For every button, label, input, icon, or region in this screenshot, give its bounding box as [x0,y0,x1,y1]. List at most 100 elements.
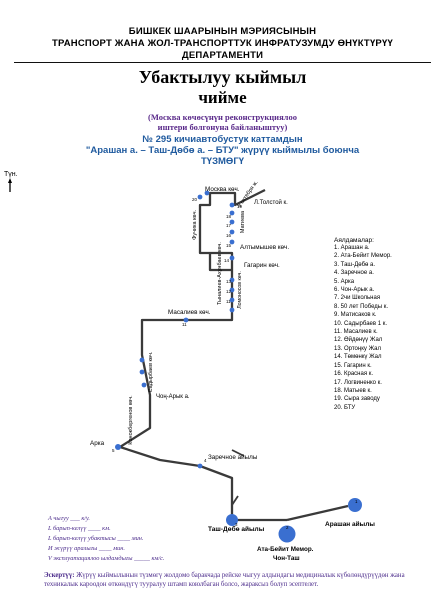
stops-legend-item: 3. Таш-Дөбө а. [334,261,376,268]
stops-legend-item: 2. Ата-Бейит Мемор. [334,253,392,260]
point-number: 12 [226,289,232,294]
street-label-tynaliev: Тыналиев-Ахунбаев көч. [217,242,223,305]
stops-legend-item: 4. Заречное а. [334,270,374,277]
department-line-3: ДЕПАРТАМЕНТИ [181,50,264,61]
stop-dot [229,239,235,245]
point-number: 13 [226,279,232,284]
note-line: V эксплуатациялоо ылдамдыгы _____ км/с. [48,555,165,562]
point-number: 17 [226,223,232,228]
department-line-2: ТРАНСПОРТ ЖАНА ЖОЛ-ТРАНСПОРТТУК ИНФРАТУЗ… [52,38,393,49]
street-label-moskva: Москва көч. [205,186,240,193]
stops-legend-item: 15. Гагарин к. [334,362,372,369]
point-number: 11 [226,299,231,304]
page-title-line-1: Убактылуу кыймыл [138,67,307,87]
place-label-arka: Арка [90,440,105,447]
department-line-1: БИШКЕК ШААРЫНЫН МЭРИЯСЫНЫН [128,26,317,37]
point-number: 14 [224,258,230,263]
note-line: А чыгуу ___ к/у. [48,515,90,522]
stop-dot [229,297,235,303]
subtitle-line-1: (Москва көчөсүнүн реконструкциялоо [148,112,297,122]
street-label-gagarin: Гагарин көч. [244,262,280,269]
arashan-stop [348,498,362,512]
street-label-masaliev: Масалиев көч. [168,309,211,316]
stops-legend: Аялдамалар: 1. Арашан а. 2. Ата-Бейит Ме… [334,237,444,412]
point-number: 5 [112,448,115,453]
subtitle-line-2: иштери болгонуна байланыштуу) [157,122,288,132]
stops-legend-item: 20. БТУ [334,404,356,411]
stops-legend-item: 6. Чон-Арык а. [334,287,375,294]
stop-dot [183,317,189,323]
point-number: 15 [226,243,232,248]
stop-dot [204,190,210,196]
stops-legend-item: 17. Логвиненко к. [334,379,382,386]
route-line [118,188,287,522]
route-line-2: "Арашан а. – Таш-Дөбө а. – БТУ" жүрүү кы… [85,145,360,156]
place-label-arashan: Арашан айылы [325,520,375,528]
stop-dot [141,382,147,388]
place-label-ata-beyit: Ата-Бейит Мемор. [257,545,314,553]
point-number: 20 [192,197,198,202]
tash-dobo-stop [226,514,238,526]
route-line-east [286,504,349,522]
stop-dot [229,255,235,261]
ata-beyit-stop [278,525,296,543]
stops-legend-item: 13. Ортоңку Жал [334,345,382,352]
route-spur [231,449,245,457]
note-line: L барып-келүү убактысы ____ мин. [48,535,144,542]
point-number: 2 [286,525,289,530]
stop-dot [139,369,145,375]
street-label-lomonosov: Ломоносов көч. [237,271,243,309]
stops-legend-item: 8. 50 лет Победы к. [334,303,389,310]
route-spur [231,495,239,506]
street-label-sadyrbaev: Садырбаев көч. [148,351,154,392]
stop-dot [229,219,235,225]
stop-dot [229,202,235,208]
stops-legend-item: 9. Матисаков к. [334,312,377,319]
point-number: 18 [226,214,232,219]
stops-legend-item: 5. Арка [334,278,355,285]
route-line-3: ТҮЗМӨГҮ [200,156,244,167]
stops-legend-item: 14. Төмөнкү Жал [334,354,382,361]
stop-dot [229,210,235,216]
place-label-chon-tash: Чон-Таш [273,555,300,562]
stops-legend-item: 18. Матыев к. [334,387,372,394]
stops-legend-item: 12. Өйдөнүү Жал [334,337,383,344]
warning-text: Жүрүү кыймылынын түзмөгү жолдомо баракча… [44,572,405,588]
warning-label: Эскертүү: [44,572,75,579]
stop-dot [229,287,235,293]
point-number: 4 [204,458,207,463]
street-label-matieva: Матиева [240,210,246,233]
place-label-zarechnoe: Заречное айылы [208,453,258,461]
note-line: И жүрүү аралыгы ____ мин. [48,545,125,552]
north-arrow-head-icon [8,178,12,183]
stops-legend-title: Аялдамалар: [334,237,374,244]
route-parameters: А чыгуу ___ к/у. L барып-келүү ____ км. … [48,514,208,564]
north-label: Түн. [4,171,18,178]
stops-legend-item: 11. Масалиев к. [334,329,378,336]
header-rule [14,62,431,63]
place-label-tash-dobo: Таш-Дөбө айылы [208,525,265,533]
point-number: 3 [235,522,238,527]
street-label-chon-aryk: Чоң-Арык а. [156,394,190,400]
point-number: 19 [237,204,243,209]
stop-dot [139,357,145,363]
point-number: 16 [226,233,232,238]
page-title-line-2: чийме [198,88,247,107]
street-label-tolstoy: Л.Толстой к. [254,199,288,206]
stop-dot [229,277,235,283]
stops-legend-item: 1. Арашан а. [334,245,370,251]
stop-dot [229,307,235,313]
stops-legend-item: 16. Красная к. [334,371,374,378]
stops-legend-item: 7. 2чи Школьная [334,295,381,302]
stop-dot [229,229,235,235]
stop-dot [197,463,203,469]
point-number: 11 [182,322,187,327]
stops-legend-item: 10. Садырбаев 1 к. [334,320,388,327]
stop-dot [115,444,121,450]
stop-dot [197,194,203,200]
note-line: L барып-келүү ____ км. [48,525,111,532]
street-label-fuchika: Фучика көч. [192,210,198,240]
route-line-1: № 295 кичиавтобустук каттамдын [142,134,303,145]
street-label-konsbergen: Конокбергенов көч. [128,395,134,445]
